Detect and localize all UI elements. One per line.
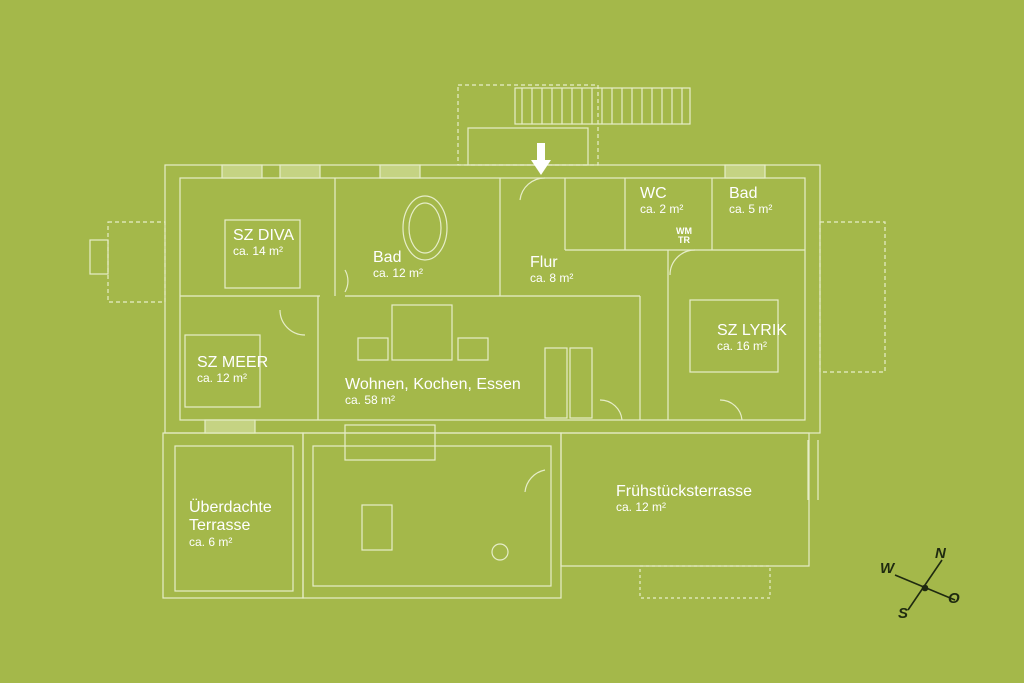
room-area: ca. 6 m²	[189, 534, 233, 549]
compass-east: O	[948, 590, 960, 607]
room-name: Bad	[729, 185, 758, 202]
room-name: Wohnen, Kochen, Essen	[345, 376, 521, 393]
sofa	[391, 304, 453, 361]
room-name-line1: Überdachte	[189, 499, 272, 516]
compass-west: W	[880, 560, 895, 577]
inner-wall	[179, 177, 806, 421]
room-sz-lyrik: SZ LYRIK ca. 16 m²	[717, 322, 787, 354]
room-area: ca. 12 m²	[373, 266, 424, 281]
room-wc: WC ca. 2 m²	[640, 185, 683, 217]
room-sz-meer: SZ MEER ca. 12 m²	[197, 354, 268, 386]
garden-room	[302, 432, 562, 599]
room-name: WC	[640, 185, 667, 202]
kitchen-counter	[544, 347, 568, 419]
room-name-line2: Terrasse	[189, 517, 251, 535]
compass-rose-icon	[894, 559, 956, 611]
garden-room-inner	[312, 445, 552, 587]
room-ueberdachte-terrasse: Überdachte Terrasse ca. 6 m²	[189, 499, 272, 550]
bed-sz-diva	[224, 219, 301, 289]
room-fruehstuecksterrasse: Frühstücksterrasse ca. 12 m²	[616, 483, 752, 515]
west-balcony	[107, 221, 166, 303]
room-area: ca. 5 m²	[729, 202, 773, 217]
terrace-inner	[174, 445, 294, 592]
tag-line: TR	[678, 235, 690, 245]
room-wohnen-kochen-essen: Wohnen, Kochen, Essen ca. 58 m²	[345, 376, 521, 408]
room-name: SZ LYRIK	[717, 322, 787, 339]
room-area: ca. 2 m²	[640, 202, 684, 217]
compass-south: S	[898, 605, 909, 622]
room-area: ca. 14 m²	[233, 244, 284, 259]
room-name: SZ MEER	[197, 354, 269, 371]
bathtub	[402, 195, 448, 261]
room-area: ca. 16 m²	[717, 339, 768, 354]
room-bad-small: Bad ca. 5 m²	[729, 185, 772, 217]
compass-north: N	[935, 545, 946, 562]
east-balcony	[819, 221, 886, 373]
room-area: ca. 12 m²	[616, 500, 667, 515]
room-name: SZ DIVA	[233, 227, 295, 244]
tag-line: WM	[676, 226, 692, 236]
room-name: Frühstücksterrasse	[616, 483, 753, 500]
room-name: Bad	[373, 249, 402, 266]
room-flur: Flur ca. 8 m²	[530, 254, 573, 286]
arrow-down-icon	[531, 143, 551, 175]
bed-sz-lyrik	[689, 299, 779, 373]
room-area: ca. 12 m²	[197, 371, 248, 386]
room-name: Flur	[530, 254, 558, 271]
room-area: ca. 8 m²	[530, 271, 574, 286]
washer-dryer-tag: WM TR	[676, 227, 692, 245]
room-area: ca. 58 m²	[345, 393, 396, 408]
dining-table	[361, 504, 393, 551]
room-sz-diva: SZ DIVA ca. 14 m²	[233, 227, 294, 259]
room-bad-large: Bad ca. 12 m²	[373, 249, 423, 281]
bed-sz-meer	[184, 334, 261, 408]
